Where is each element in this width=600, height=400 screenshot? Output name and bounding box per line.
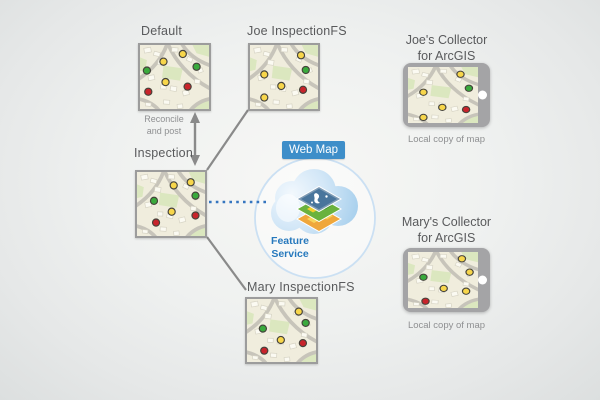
reconcile-post-label: Reconcile and post: [144, 114, 184, 136]
feature-service-label: Feature Service: [271, 235, 309, 260]
map-label-default: Default: [141, 24, 183, 38]
local-copy-caption-mary: Local copy of map: [407, 320, 486, 331]
web-map-badge: Web Map: [282, 141, 345, 159]
map-thumbnail-joe-inspectionfs: [248, 43, 320, 111]
tablet-screen-mary: [408, 252, 478, 308]
cloud-icon: [262, 166, 362, 235]
layers-icon: [295, 185, 343, 233]
tablet-home-button-mary: [477, 275, 487, 285]
map-thumbnail-default: [138, 43, 211, 111]
device-label-mary-collector: Mary's Collector for ArcGIS: [401, 215, 492, 246]
tablet-joe-collector: [403, 63, 490, 127]
connector-line-mary: [206, 236, 247, 291]
map-label-joe-inspectionfs: Joe InspectionFS: [247, 24, 347, 38]
map-label-mary-inspectionfs: Mary InspectionFS: [247, 280, 355, 294]
map-label-inspection: Inspection: [134, 146, 193, 160]
tablet-home-button-joe: [477, 90, 487, 100]
tablet-screen-joe: [408, 67, 478, 123]
map-thumbnail-inspection: [135, 170, 207, 238]
device-label-joe-collector: Joe's Collector for ArcGIS: [405, 33, 488, 64]
tablet-mary-collector: [403, 248, 490, 312]
reconcile-arrow: [190, 112, 200, 166]
map-thumbnail-mary-inspectionfs: [245, 297, 318, 364]
connector-line-joe: [206, 109, 249, 171]
local-copy-caption-joe: Local copy of map: [407, 134, 486, 145]
